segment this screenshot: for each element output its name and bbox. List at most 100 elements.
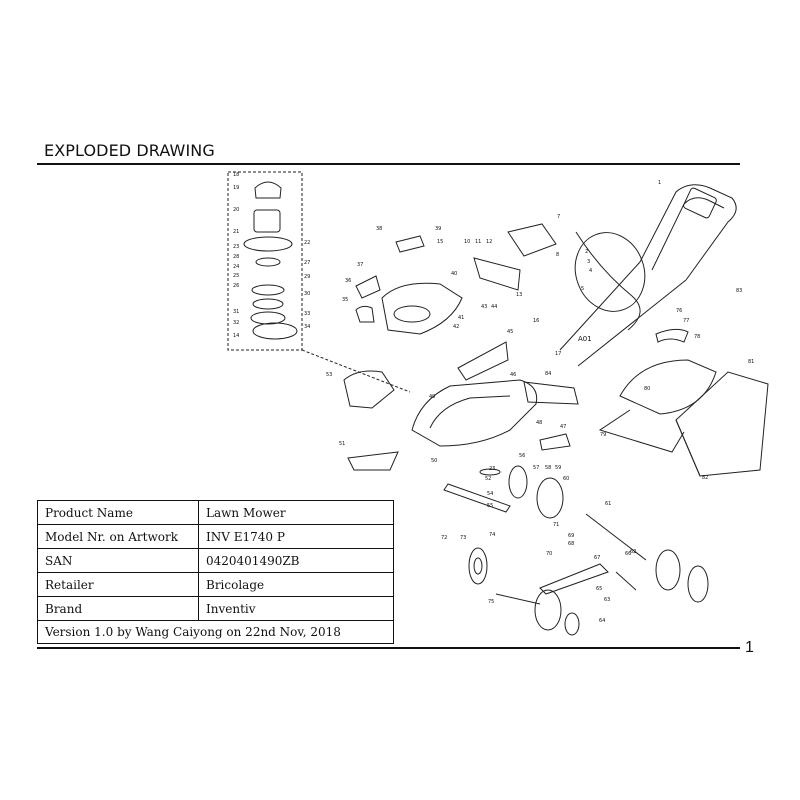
callout-label: 10 [464, 239, 470, 245]
callout-label: 82 [702, 475, 708, 481]
callout-label: 26 [233, 283, 239, 289]
callout-label: 69 [568, 533, 574, 539]
callout-label: 72 [441, 535, 447, 541]
callout-label: 23 [489, 466, 495, 472]
upper-hood [381, 282, 463, 335]
callout-label: 42 [453, 324, 459, 330]
callout-label: 36 [345, 278, 351, 284]
motor-group-leader [301, 349, 411, 393]
value-product-name: Lawn Mower [198, 500, 394, 525]
value-model-nr: INV E1740 P [198, 524, 394, 549]
cable [575, 231, 641, 331]
mower-deck [411, 379, 538, 447]
lower-handle-right [577, 279, 687, 367]
callout-label: 13 [516, 292, 522, 298]
callout-label: 32 [233, 320, 239, 326]
callout-label: 15 [437, 239, 443, 245]
callout-label: 64 [599, 618, 605, 624]
table-row: Brand Inventiv [37, 596, 394, 621]
rear-flap [343, 370, 395, 409]
callout-label: 68 [568, 541, 574, 547]
callout-label: 70 [546, 551, 552, 557]
motor-body [253, 209, 281, 233]
grass-bag [675, 371, 769, 477]
callout-label: 14 [233, 333, 239, 339]
callout-label: 79 [600, 432, 606, 438]
callout-label: 59 [555, 465, 561, 471]
table-row: Retailer Bricolage [37, 572, 394, 597]
callout-label: 75 [488, 599, 494, 605]
label-model-nr: Model Nr. on Artwork [37, 524, 199, 549]
callout-label: 84 [545, 371, 551, 377]
cable-loop [574, 232, 646, 312]
table-row: SAN 0420401490ZB [37, 548, 394, 573]
callout-label: 28 [233, 254, 239, 260]
front-wheel-1 [468, 547, 488, 585]
callout-label: 44 [491, 304, 497, 310]
callout-label: 47 [560, 424, 566, 430]
callout-label: 65 [596, 586, 602, 592]
callout-label: 43 [481, 304, 487, 310]
callout-label: 77 [683, 318, 689, 324]
rear-wheel-2 [536, 477, 564, 519]
callout-label: 38 [376, 226, 382, 232]
callout-label: 58 [545, 465, 551, 471]
footer-rule [37, 647, 740, 649]
fan-disc [252, 322, 298, 340]
callout-label: 3 [587, 259, 590, 265]
label-san: SAN [37, 548, 199, 573]
callout-label: 30 [304, 291, 310, 297]
callout-label: 23 [233, 244, 239, 250]
motor-plate [243, 236, 293, 252]
callout-label: 62 [630, 549, 636, 555]
callout-label: 31 [233, 309, 239, 315]
table-row: Product Name Lawn Mower [37, 500, 394, 525]
callout-label: 5 [581, 286, 584, 292]
callout-label: 35 [342, 297, 348, 303]
callout-label: 51 [339, 441, 345, 447]
callout-label: 54 [487, 491, 493, 497]
callout-label: 45 [507, 329, 513, 335]
rear-wheel-3 [655, 549, 681, 591]
callout-label: 37 [357, 262, 363, 268]
callout-label: 17 [555, 351, 561, 357]
height-lever [539, 563, 609, 595]
callout-label: 18 [233, 172, 239, 178]
callout-label: 12 [486, 239, 492, 245]
callout-label: 41 [458, 315, 464, 321]
table-row: Version 1.0 by Wang Caiyong on 22nd Nov,… [37, 620, 394, 644]
label-retailer: Retailer [37, 572, 199, 597]
version-note: Version 1.0 by Wang Caiyong on 22nd Nov,… [37, 620, 394, 644]
callout-label: 20 [233, 207, 239, 213]
callout-label: 27 [304, 260, 310, 266]
callout-label: 56 [519, 453, 525, 459]
callout-label: 48 [536, 420, 542, 426]
label-product-name: Product Name [37, 500, 199, 525]
fan-ring [251, 284, 285, 296]
callout-label: 52 [485, 476, 491, 482]
callout-label: 11 [475, 239, 481, 245]
product-info-table: Product Name Lawn Mower Model Nr. on Art… [37, 500, 394, 644]
callout-label: 53 [326, 372, 332, 378]
callout-label: 8 [556, 252, 559, 258]
blade [443, 483, 511, 513]
rear-wheel-4 [687, 565, 709, 603]
callout-label: 60 [563, 476, 569, 482]
callout-label: 50 [431, 458, 437, 464]
callout-label: 16 [533, 318, 539, 324]
callout-label: 76 [676, 308, 682, 314]
lower-handle-left [559, 261, 641, 351]
callout-label: 67 [594, 555, 600, 561]
callout-label: 61 [605, 501, 611, 507]
callout-label: 40 [451, 271, 457, 277]
callout-label: 80 [644, 386, 650, 392]
callout-label: 57 [533, 465, 539, 471]
grass-box-top [619, 359, 717, 415]
grass-box-frame [598, 409, 685, 453]
callout-label: 63 [604, 597, 610, 603]
value-retailer: Bricolage [198, 572, 394, 597]
side-guard [523, 381, 579, 405]
callout-label: 74 [489, 532, 495, 538]
callout-label: 29 [304, 274, 310, 280]
